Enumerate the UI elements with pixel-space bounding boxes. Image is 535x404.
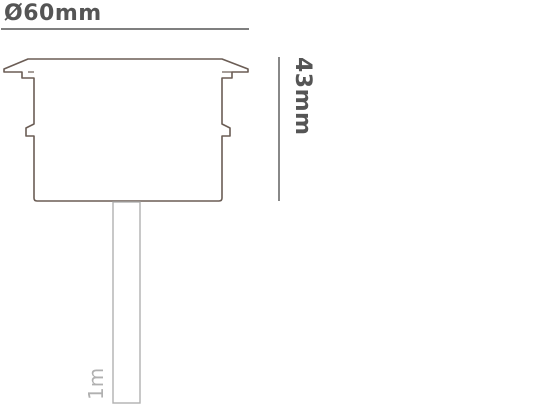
fixture-body-outline (3, 58, 249, 202)
height-label: 43mm (290, 57, 315, 136)
cable-length-label: 1m (84, 367, 108, 400)
cable (112, 201, 141, 404)
diameter-label: Ø60mm (4, 1, 102, 26)
